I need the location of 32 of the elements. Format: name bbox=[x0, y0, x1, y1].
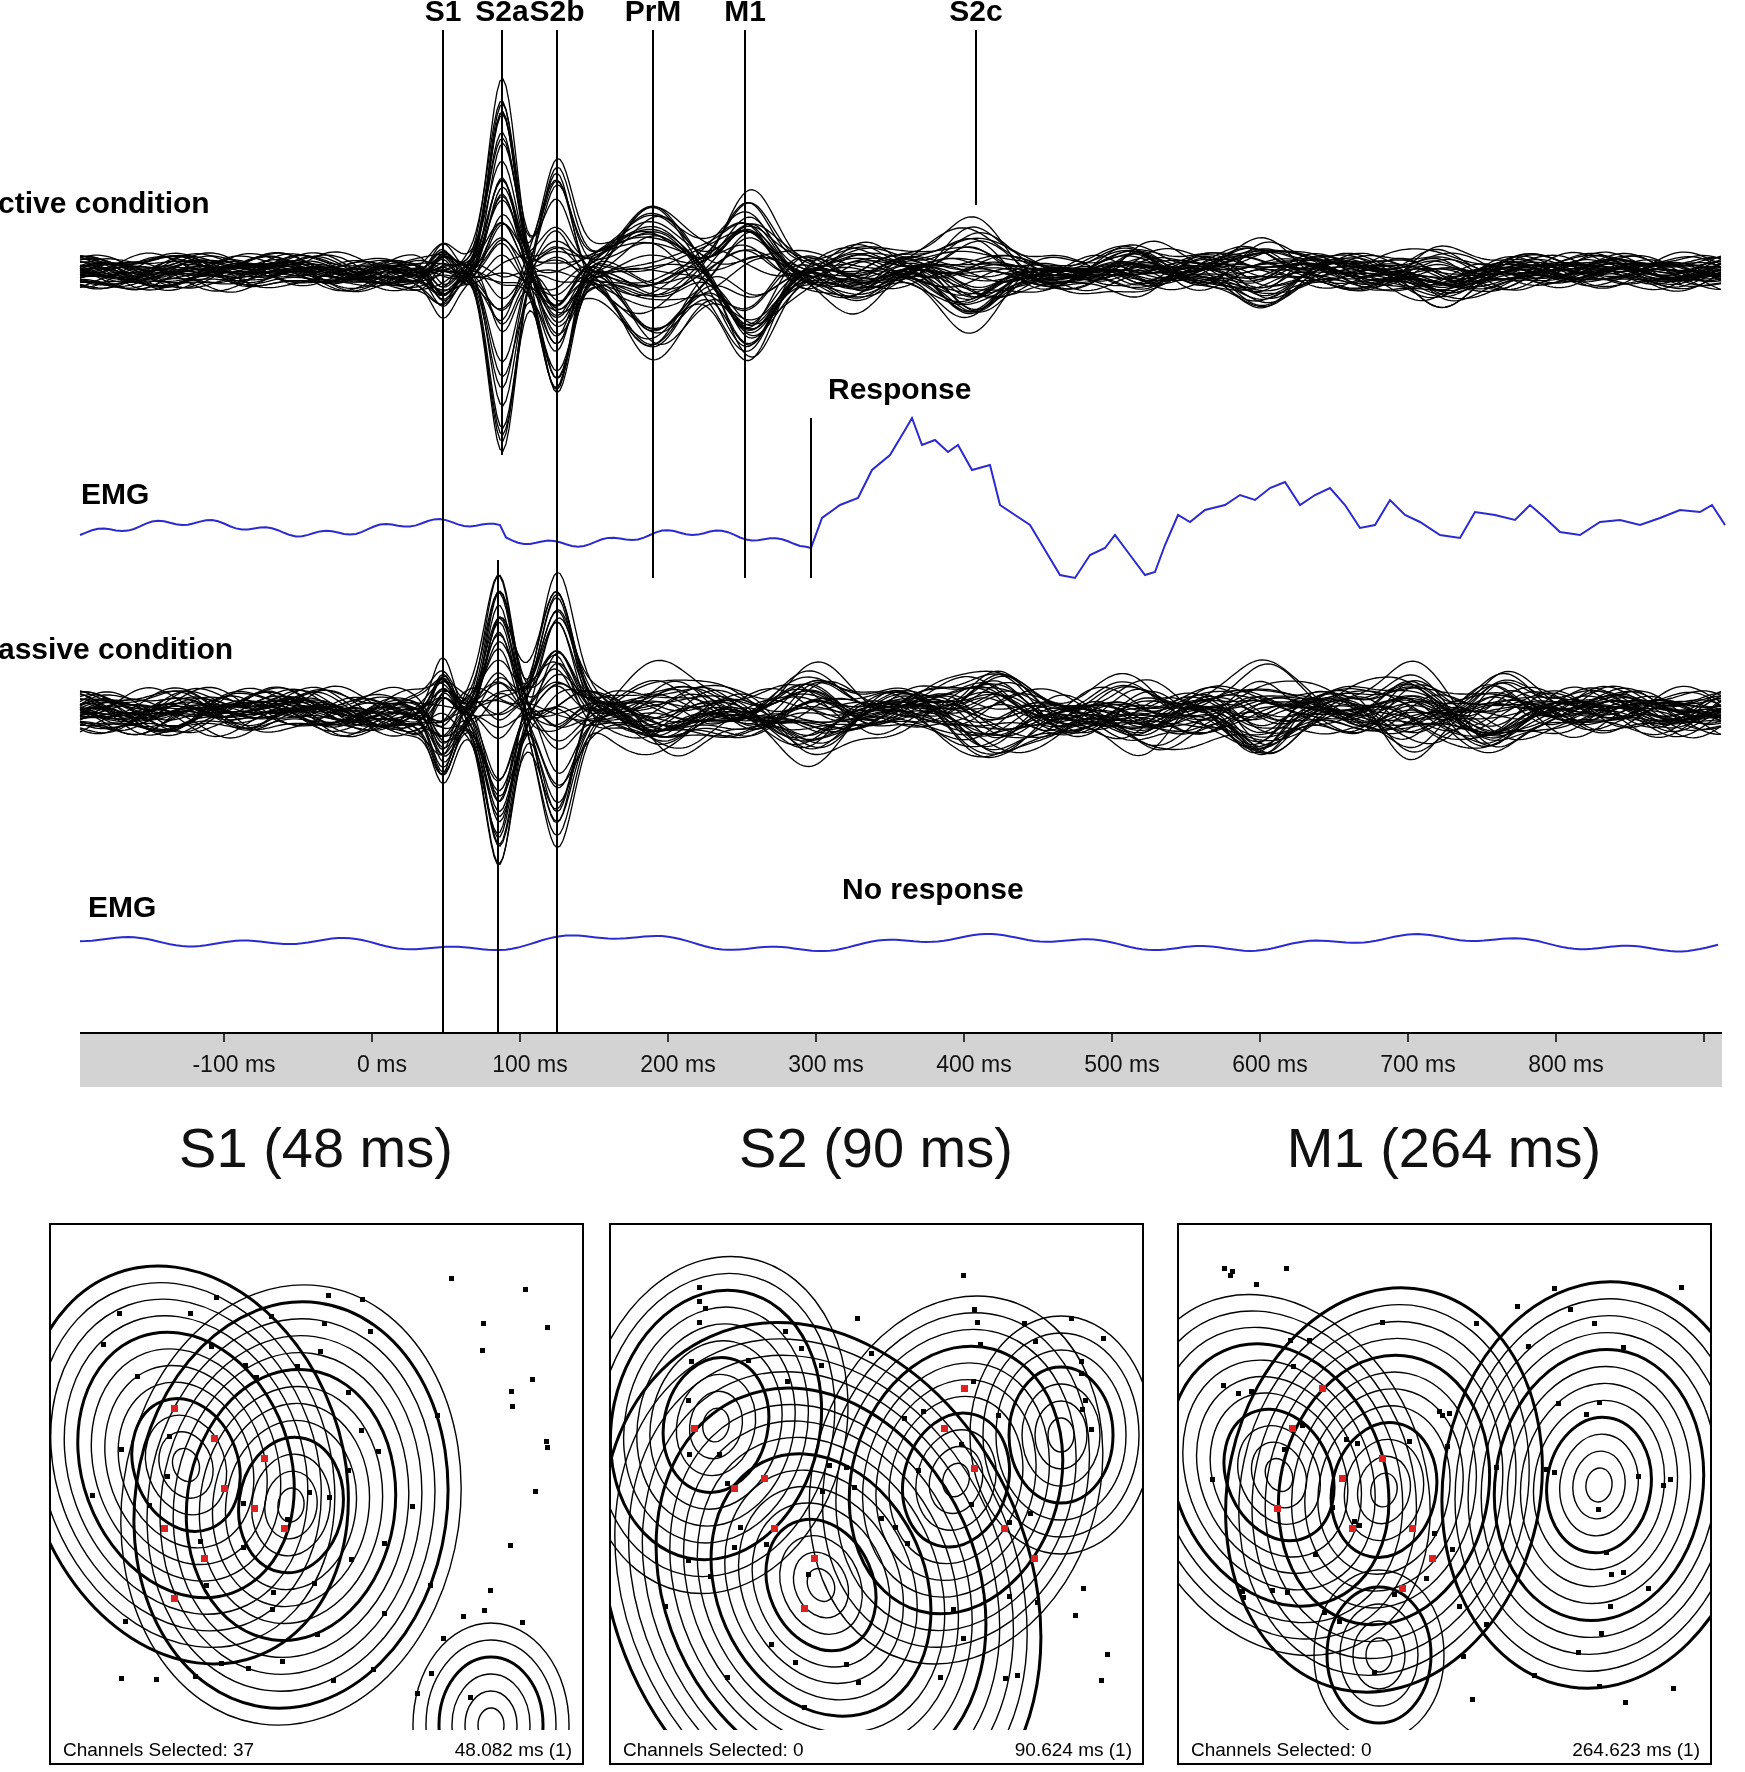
peak-label: M1 bbox=[724, 0, 766, 28]
annotation: No response bbox=[842, 872, 1024, 906]
tick-label: 800 ms bbox=[1528, 1051, 1604, 1078]
time-readout: 90.624 ms (1) bbox=[1014, 1739, 1132, 1761]
tick-label: 400 ms bbox=[936, 1051, 1012, 1078]
annotation: Response bbox=[828, 372, 972, 406]
tick-label: 100 ms bbox=[492, 1051, 568, 1078]
peak-label: PrM bbox=[624, 0, 682, 28]
peak-label: S2b bbox=[529, 0, 585, 28]
map-panel bbox=[49, 1223, 584, 1765]
tick-label: 200 ms bbox=[640, 1051, 716, 1078]
peak-label: S2c bbox=[949, 0, 1003, 28]
channel-count: Channels Selected: 0 bbox=[623, 1739, 804, 1761]
tick-label: 0 ms bbox=[357, 1051, 407, 1078]
tick-label: 300 ms bbox=[788, 1051, 864, 1078]
channel-count: Channels Selected: 37 bbox=[63, 1739, 255, 1761]
tick-label: 600 ms bbox=[1232, 1051, 1308, 1078]
tick-label: 500 ms bbox=[1084, 1051, 1160, 1078]
peak-label: S2a bbox=[475, 0, 529, 28]
map-title: S1 (48 ms) bbox=[179, 1115, 453, 1180]
time-readout: 48.082 ms (1) bbox=[454, 1739, 572, 1761]
map-title: M1 (264 ms) bbox=[1286, 1115, 1602, 1180]
peak-label: S1 bbox=[424, 0, 462, 28]
map-title: S2 (90 ms) bbox=[739, 1115, 1013, 1180]
tick-label: -100 ms bbox=[192, 1051, 276, 1078]
channel-count: Channels Selected: 0 bbox=[1191, 1739, 1372, 1761]
time-readout: 264.623 ms (1) bbox=[1572, 1739, 1700, 1761]
trace-label: EMG bbox=[81, 477, 150, 511]
tick-label: 700 ms bbox=[1380, 1051, 1456, 1078]
trace-label: EMG bbox=[88, 890, 157, 924]
map-panel bbox=[1177, 1223, 1712, 1765]
condition-label: ctive condition bbox=[0, 186, 210, 220]
